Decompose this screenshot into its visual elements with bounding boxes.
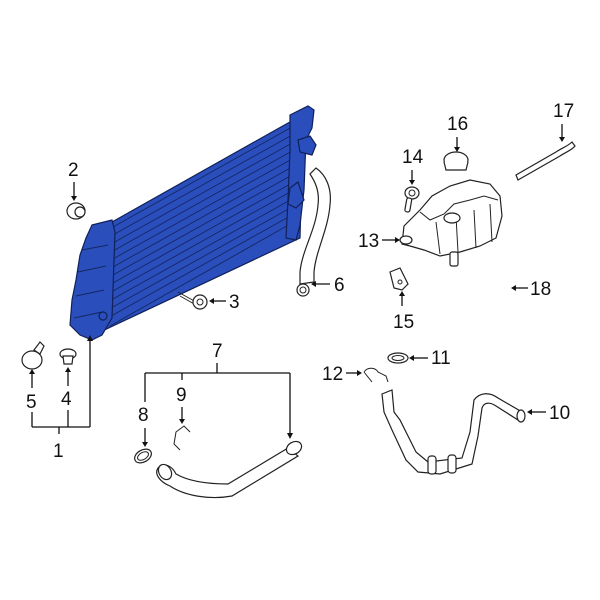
callout-17: 17 bbox=[553, 101, 574, 122]
callout-3: 3 bbox=[229, 292, 240, 313]
clip-part-12[interactable] bbox=[363, 367, 389, 383]
callout-2: 2 bbox=[68, 160, 79, 181]
callout-15: 15 bbox=[393, 312, 414, 333]
o-ring-part-11[interactable] bbox=[387, 352, 409, 364]
push-pin-part-4[interactable] bbox=[59, 348, 77, 365]
callout-9: 9 bbox=[176, 385, 187, 406]
clip-part-9[interactable] bbox=[173, 425, 191, 451]
callout-12: 12 bbox=[322, 364, 343, 385]
upper-hose-part-6[interactable] bbox=[296, 167, 331, 297]
cap-part-16[interactable] bbox=[443, 151, 469, 171]
callout-14: 14 bbox=[402, 147, 424, 168]
callout-6: 6 bbox=[334, 275, 345, 296]
radiator-part[interactable] bbox=[69, 105, 317, 341]
drain-plug-part-5[interactable] bbox=[21, 341, 45, 370]
callout-11: 11 bbox=[431, 348, 451, 369]
callout-10: 10 bbox=[549, 403, 570, 424]
insulator-part-2[interactable] bbox=[66, 202, 86, 220]
callout-8: 8 bbox=[138, 405, 149, 426]
callout-18: 18 bbox=[530, 279, 551, 300]
o-ring-part-8[interactable] bbox=[132, 446, 154, 465]
callout-5: 5 bbox=[26, 392, 37, 413]
callout-13: 13 bbox=[358, 231, 379, 252]
hose-part-18[interactable] bbox=[481, 262, 573, 336]
callout-4: 4 bbox=[61, 389, 72, 410]
radiator-fins bbox=[103, 126, 293, 327]
callout-16: 16 bbox=[447, 114, 468, 135]
callout-7: 7 bbox=[212, 341, 223, 362]
lower-hose-part-7[interactable] bbox=[156, 439, 304, 499]
bracket-part-15[interactable] bbox=[389, 267, 409, 291]
overflow-hose-part-10[interactable] bbox=[381, 389, 526, 475]
vent-hose-part-17[interactable] bbox=[515, 141, 576, 181]
bolt-part-14[interactable] bbox=[404, 186, 420, 213]
callout-1: 1 bbox=[53, 441, 64, 462]
bolt-part-3[interactable] bbox=[177, 291, 208, 310]
